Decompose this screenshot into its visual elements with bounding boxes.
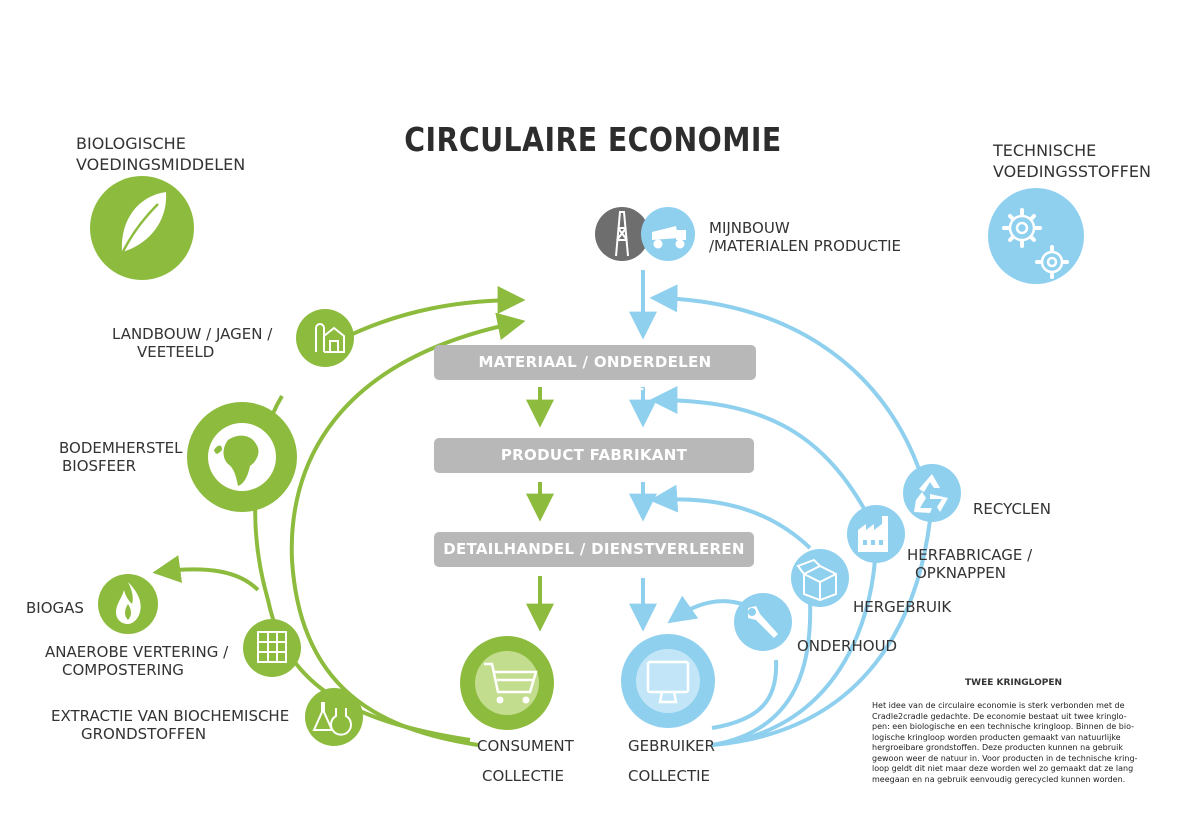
sidebar-text: Het idee van de circulaire economie is s… (872, 701, 1146, 785)
technical-nutrients-label: TECHNISCHE VOEDINGSSTOFFEN (993, 141, 1151, 181)
globe-icon (187, 402, 297, 512)
farm-icon (296, 309, 354, 367)
anaerobic-digestion-label: ANAEROBE VERTERING / COMPOSTERING (45, 643, 229, 679)
box-icon (791, 549, 849, 607)
chemistry-flasks-icon (305, 688, 363, 746)
oil-rig-icon (595, 207, 649, 261)
stage-product-manufacturer: PRODUCT FABRIKANT (434, 439, 754, 471)
reuse-label: HERGEBRUIK (853, 598, 952, 616)
refurbish-label: HERFABRICAGE / OPKNAPPEN (907, 546, 1033, 582)
computer-monitor-icon (621, 634, 715, 728)
sidebar-text-line: gewoon weer de natuur in. Voor producten… (872, 753, 1138, 763)
sidebar-text-line: Het idee van de circulaire economie is s… (872, 701, 1125, 710)
sidebar-text-line: Cradle2cradle gedachte. De economie best… (872, 711, 1127, 721)
biological-nutrients-label: BIOLOGISCHE VOEDINGSMIDDELEN (76, 134, 246, 174)
sidebar-text-line: hergroeibare grondstoffen. Deze producte… (872, 743, 1123, 752)
biochemical-extraction-label: EXTRACTIE VAN BIOCHEMISCHE GRONDSTOFFEN (51, 707, 290, 743)
farming-label: LANDBOUW / JAGEN / VEETEELD (112, 325, 273, 361)
consumer-label: CONSUMENT COLLECTIE (477, 737, 574, 785)
sidebar-text-line: loop geldt dit niet maar deze worden wel… (872, 764, 1134, 773)
stage-retail: DETAILHANDEL / DIENSTVERLEREN (434, 533, 754, 565)
page-title: CIRCULAIRE ECONOMIE (404, 120, 782, 159)
flame-icon (98, 574, 158, 634)
wrench-icon (734, 593, 792, 651)
user-label: GEBRUIKER COLLECTIE (628, 737, 715, 785)
biogas-label: BIOGAS (26, 599, 84, 617)
maintenance-label: ONDERHOUD (797, 637, 898, 655)
shopping-cart-icon (460, 636, 554, 730)
recycle-icon (903, 464, 961, 522)
leaf-icon (90, 176, 194, 280)
sidebar-title: TWEE KRINGLOPEN (965, 678, 1063, 688)
mining-label: MIJNBOUW /MATERIALEN PRODUCTIE (709, 219, 902, 255)
sidebar-text-line: logische kringloop worden producten gema… (872, 732, 1121, 742)
soil-restoration-label: BODEMHERSTEL BIOSFEER (59, 439, 183, 475)
factory-icon (847, 505, 905, 563)
gears-icon (988, 188, 1084, 284)
sidebar-text-line: meegaan en na gebruik eenvoudig gerecycl… (872, 774, 1126, 784)
stage-materials-manufacturer: MATERIAAL / ONDERDELEN FABRIKANT (434, 346, 756, 403)
recycle-label: RECYCLEN (973, 500, 1051, 518)
technical-loop-arrows (629, 270, 932, 747)
compost-bin-icon (243, 619, 301, 677)
sidebar-text-line: pen: een biologische en een technische k… (872, 722, 1135, 731)
mining-truck-icon (641, 207, 695, 261)
